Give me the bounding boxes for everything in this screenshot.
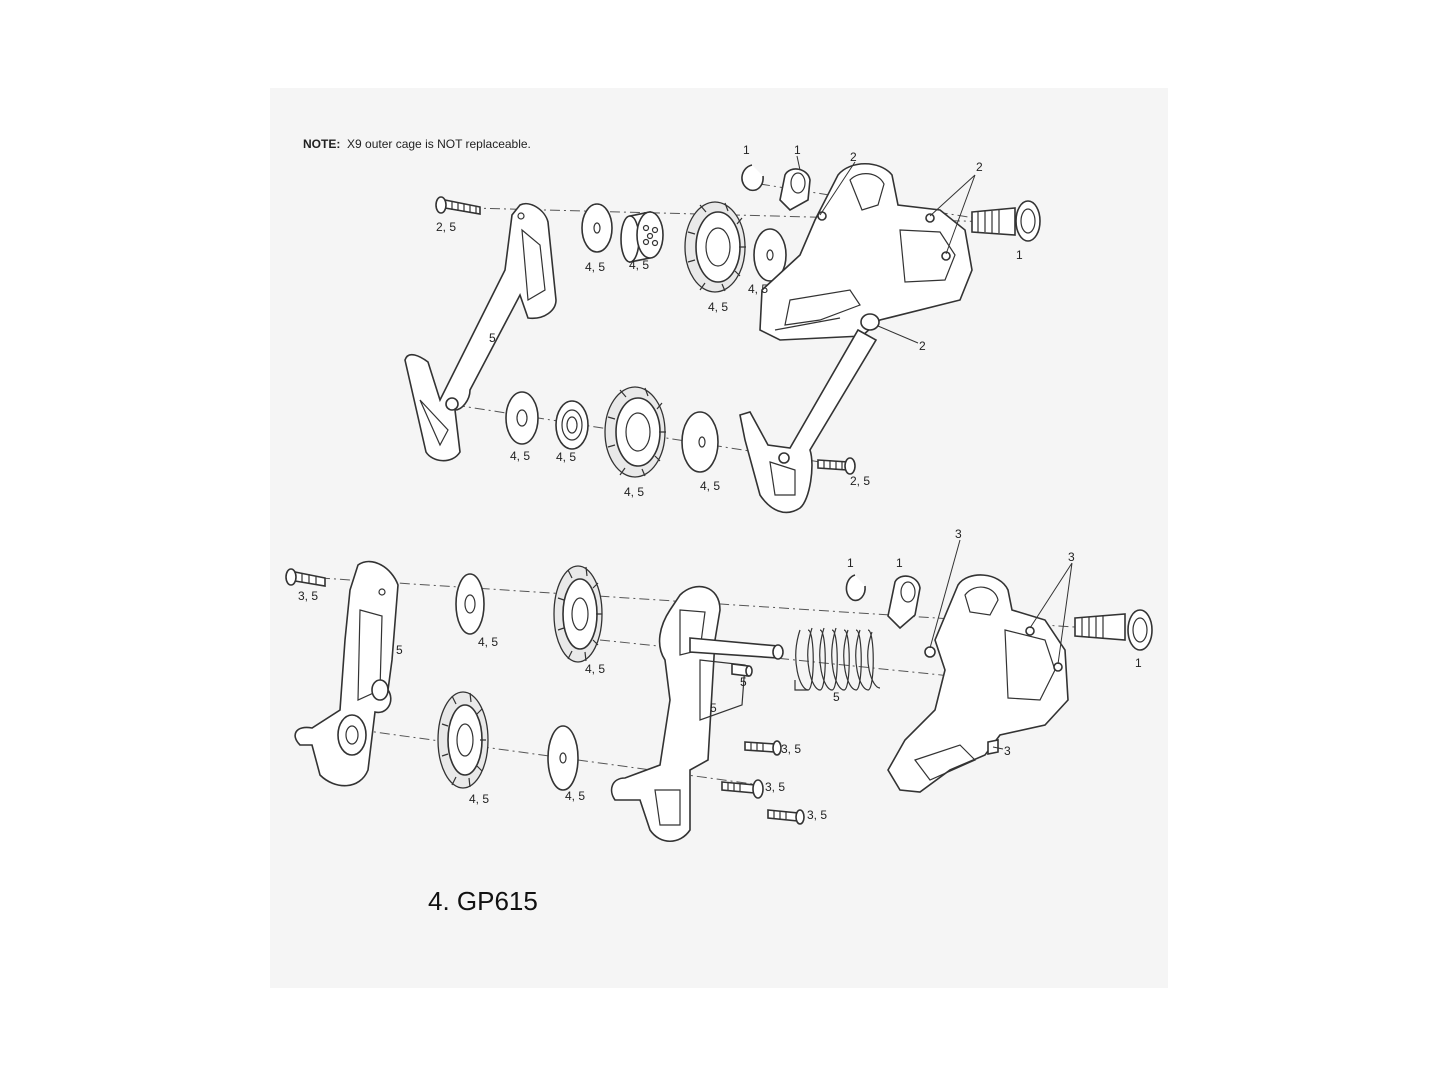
callout-top-cage-plate: 5 <box>489 331 496 345</box>
callout-top-washer-up: 4, 5 <box>585 260 605 274</box>
note-prefix: NOTE: <box>303 137 341 151</box>
bottom-screw-a <box>744 740 782 756</box>
top-washer-lower <box>505 391 539 445</box>
callout-bottom-screw-c: 3, 5 <box>807 808 827 822</box>
top-spacer <box>620 211 664 263</box>
callout-bottom-bolt: 1 <box>1135 656 1142 670</box>
callout-top-ring: 1 <box>743 143 750 157</box>
bottom-pulley-upper <box>553 565 603 663</box>
callout-top-bearing-lo: 4, 5 <box>556 450 576 464</box>
bottom-derailleur-body <box>887 574 1069 793</box>
bottom-spring-axis <box>599 639 991 681</box>
bottom-cage-screw-top <box>285 568 326 587</box>
bottom-limit-bushing <box>887 575 921 630</box>
bottom-mounting-bolt <box>1074 609 1153 651</box>
callout-top-pulley-up: 4, 5 <box>708 300 728 314</box>
callout-bottom-pulley-lo: 4, 5 <box>469 792 489 806</box>
cage-screw-top <box>435 196 481 215</box>
callout-bottom-washer-up: 4, 5 <box>478 635 498 649</box>
callout-top-spacer: 4, 5 <box>629 258 649 272</box>
callout-bottom-spring: 5 <box>833 690 840 704</box>
top-inner-cage-plate <box>739 328 878 514</box>
callout-top-washer-lo2: 4, 5 <box>700 479 720 493</box>
bottom-assembly: 3, 5 5 4, 5 4, 5 5 5 5 1 1 3 3 1 3 3, 5 … <box>285 527 1153 843</box>
cage-screw-lower <box>817 457 856 475</box>
bottom-pulley-lower <box>437 691 489 789</box>
callout-bottom-washer-lo: 4, 5 <box>565 789 585 803</box>
bottom-cage-pin <box>731 663 753 677</box>
callout-bottom-ring: 1 <box>847 556 854 570</box>
bottom-outer-cage-plate <box>294 560 399 787</box>
note-body: X9 outer cage is NOT replaceable. <box>347 137 531 151</box>
figure-caption: 4. GP615 <box>428 886 538 916</box>
callout-bottom-limit: 3 <box>1004 744 1011 758</box>
top-derailleur-body <box>759 163 973 341</box>
callout-bottom-pulley-up: 4, 5 <box>585 662 605 676</box>
top-pulley-upper <box>684 201 746 293</box>
callout-bottom-screw-b: 3, 5 <box>765 780 785 794</box>
top-outer-cage-plate <box>404 203 557 462</box>
top-mounting-bolt <box>971 200 1041 242</box>
callout-bottom-bushing: 1 <box>896 556 903 570</box>
bottom-spring <box>794 627 881 691</box>
callout-top-bolt: 1 <box>1016 248 1023 262</box>
bottom-washer-lower <box>547 725 579 791</box>
callout-bottom-screws: 3 <box>1068 550 1075 564</box>
callout-bottom-inner-cage: 5 <box>710 701 717 715</box>
callout-top-mount: 2 <box>850 150 857 164</box>
callout-top-screws: 2 <box>976 160 983 174</box>
callout-top-pulley-lo: 4, 5 <box>624 485 644 499</box>
top-washer-lower-2 <box>681 411 719 473</box>
note-text: NOTE: X9 outer cage is NOT replaceable. <box>303 137 531 151</box>
top-assembly: 1 1 2 2 1 2 2, 5 5 4, 5 4, 5 4, 5 4, 5 4… <box>404 143 1041 514</box>
callout-bottom-screw-top: 3, 5 <box>298 589 318 603</box>
callout-top-bushing: 1 <box>794 143 801 157</box>
bottom-screw-c <box>767 809 805 825</box>
top-washer-upper-2 <box>753 228 787 282</box>
bottom-washer-upper <box>455 573 485 635</box>
callout-bottom-pin: 5 <box>740 675 747 689</box>
callout-top-washer-lo: 4, 5 <box>510 449 530 463</box>
top-bearing-lower <box>555 400 589 450</box>
bottom-inner-cage-plate <box>610 585 784 843</box>
callout-top-cage-screw-lo: 2, 5 <box>850 474 870 488</box>
bottom-screw-b <box>721 779 764 799</box>
top-limit-bushing <box>779 168 811 211</box>
top-pulley-lower <box>604 386 666 478</box>
bottom-snap-ring <box>845 574 866 602</box>
callout-top-pivot: 2 <box>919 339 926 353</box>
top-washer-upper <box>581 203 613 253</box>
callout-bottom-outer-cage: 5 <box>396 643 403 657</box>
callout-top-washer-up2: 4, 5 <box>748 282 768 296</box>
callout-top-cage-screw: 2, 5 <box>436 220 456 234</box>
top-snap-ring <box>741 164 764 192</box>
callout-bottom-body-screw: 3 <box>955 527 962 541</box>
callout-bottom-screw-a: 3, 5 <box>781 742 801 756</box>
